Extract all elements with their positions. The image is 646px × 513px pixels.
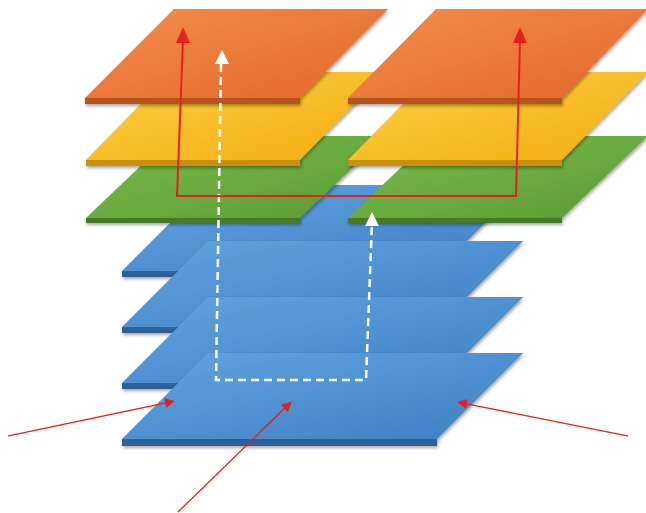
red-arrowhead-left — [176, 27, 190, 43]
blue-layer-4 — [122, 353, 523, 446]
white-arrowhead-left — [215, 50, 229, 64]
white-dashed-path — [214, 50, 379, 382]
pointer-arrows — [7, 398, 629, 513]
orange-layer-right — [348, 9, 646, 104]
orange-layer-left — [85, 9, 388, 104]
blue-layers — [122, 185, 523, 446]
pointer-arrow-left — [7, 398, 175, 437]
red-path — [175, 27, 527, 197]
orange-layers — [85, 9, 646, 104]
pointer-arrow-right — [457, 399, 629, 437]
red-arrowhead-right — [513, 27, 527, 43]
white-arrowhead-right — [365, 212, 379, 226]
pointer-arrow-center — [177, 401, 292, 513]
